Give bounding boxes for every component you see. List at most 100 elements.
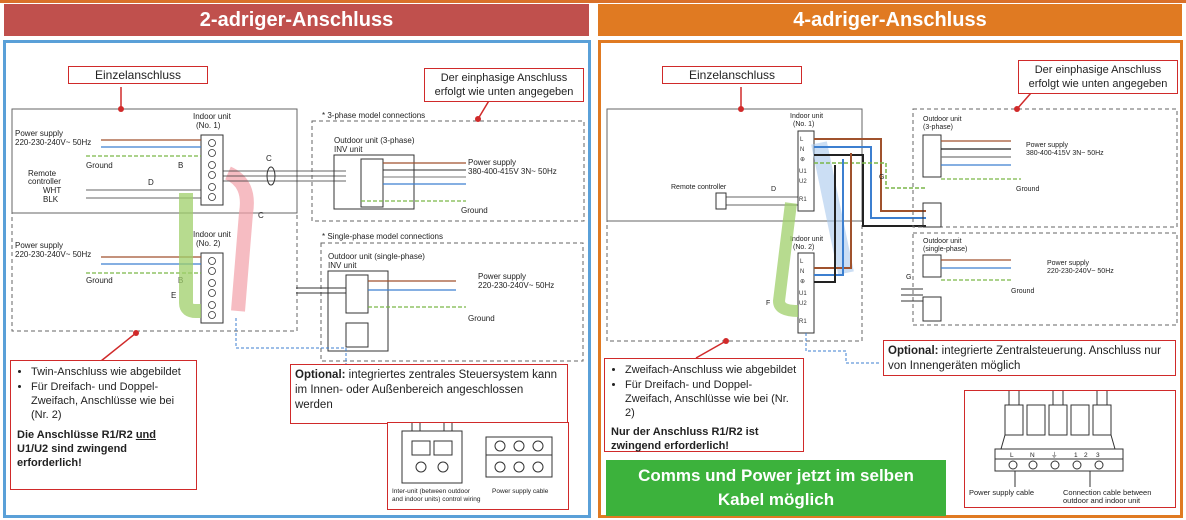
left-header: 2-adriger-Anschluss (4, 4, 589, 36)
indoor2-no: (No. 2) (196, 239, 221, 248)
r-power-3phase-voltage: 380-400-415V 3N~ 50Hz (1026, 150, 1104, 157)
ground-2: Ground (86, 276, 113, 285)
power-supply-2: Power supply (15, 241, 63, 250)
label-b-1: B (178, 161, 183, 170)
r-label-g-1: G (879, 174, 884, 181)
inv-unit-1: INV unit (334, 145, 363, 154)
ground-single: Ground (468, 314, 495, 323)
svg-text:2: 2 (1084, 452, 1088, 459)
left-panel (3, 40, 591, 518)
right-required-text: Nur der Anschluss R1/R2 ist zwingend erf… (611, 426, 759, 452)
right-bullets-callout: Zweifach-Anschluss wie abgebildet Für Dr… (604, 358, 804, 452)
r-power-supply-3phase: Power supply (1026, 142, 1069, 149)
power-3phase-voltage: 380-400-415V 3N~ 50Hz (468, 167, 557, 176)
svg-text:outdoor and indoor unit: outdoor and indoor unit (1063, 496, 1141, 505)
r-outdoor-3phase-sub: (3-phase) (923, 124, 953, 131)
svg-text:⊕: ⊕ (800, 279, 805, 285)
label-e: E (171, 291, 176, 300)
power-voltage-2: 220-230-240V~ 50Hz (15, 250, 91, 259)
r-power-single-voltage: 220-230-240V~ 50Hz (1047, 268, 1114, 275)
svg-text:U2: U2 (799, 301, 807, 307)
right-callout-onephase: Der einphasige Anschluss erfolgt wie unt… (1018, 60, 1178, 94)
r-outdoor-3phase: Outdoor unit (923, 116, 962, 123)
svg-text:N: N (800, 269, 804, 275)
svg-text:R1: R1 (799, 197, 807, 203)
r-ground-3phase: Ground (1016, 186, 1039, 193)
svg-text:Power supply cable: Power supply cable (969, 488, 1034, 497)
svg-text:U1: U1 (799, 291, 807, 297)
left-connector-illustration: Inter-unit (between outdoor and indoor u… (387, 422, 569, 510)
r-indoor2-label: Indoor unit (790, 236, 823, 243)
label-c-2: C (258, 211, 264, 220)
r-indoor1-no: (No. 1) (793, 121, 814, 128)
top-accent-line (0, 0, 1186, 3)
svg-text:Connection cable between: Connection cable between (1063, 488, 1151, 497)
outdoor-3phase: Outdoor unit (3-phase) (334, 136, 415, 145)
svg-text:U1: U1 (799, 169, 807, 175)
indoor1-label: Indoor unit (193, 112, 232, 121)
power-single-voltage: 220-230-240V~ 50Hz (478, 281, 554, 290)
r-outdoor-single-sub: (single-phase) (923, 246, 967, 253)
left-bullet-1: Twin-Anschluss wie abgebildet (31, 365, 190, 379)
left-wiring-diagram: Indoor unit (No. 1) Indoor unit (No. 2) … (11, 87, 585, 384)
power-supply-single: Power supply (478, 272, 526, 281)
indoor1-no: (No. 1) (196, 121, 221, 130)
svg-text:Power supply cable: Power supply cable (492, 488, 549, 495)
svg-text:⏚: ⏚ (1051, 451, 1058, 459)
power-supply-3phase: Power supply (468, 158, 516, 167)
right-panel (598, 40, 1183, 518)
right-header: 4-adriger-Anschluss (598, 4, 1182, 36)
ground-3phase: Ground (461, 206, 488, 215)
right-bullet-2: Für Dreifach- und Doppel-Zweifach, Ansch… (625, 378, 797, 420)
r-label-f: F (766, 300, 770, 307)
blk-label: BLK (43, 195, 59, 204)
svg-text:1: 1 (1074, 452, 1078, 459)
indoor2-label: Indoor unit (193, 230, 232, 239)
left-callout-single: Einzelanschluss (68, 66, 208, 84)
left-callout-onephase: Der einphasige Anschluss erfolgt wie unt… (424, 68, 584, 102)
remote-label: Remote (28, 169, 57, 178)
svg-text:3: 3 (1096, 452, 1100, 459)
svg-text:U2: U2 (799, 179, 807, 185)
left-bullet-2: Für Dreifach- und Doppel-Zweifach, Ansch… (31, 380, 190, 422)
svg-text:⊕: ⊕ (800, 157, 805, 163)
label-c-1: C (266, 154, 272, 163)
ground-1: Ground (86, 161, 113, 170)
left-bullets-callout: Twin-Anschluss wie abgebildet Für Dreifa… (10, 360, 197, 490)
left-required-text: Die Anschlüsse R1/R2 und U1/U2 sind zwin… (17, 429, 156, 469)
outdoor-single: Outdoor unit (single-phase) (328, 252, 425, 261)
svg-text:N: N (800, 147, 804, 153)
svg-text:L: L (1010, 452, 1014, 459)
right-callout-single: Einzelanschluss (662, 66, 802, 84)
right-bullet-1: Zweifach-Anschluss wie abgebildet (625, 363, 797, 377)
right-optional-callout: Optional: integrierte Zentralsteuerung. … (883, 340, 1176, 376)
svg-text:Inter-unit (between outdoor: Inter-unit (between outdoor (392, 488, 471, 495)
r-indoor2-no: (No. 2) (793, 244, 814, 251)
svg-text:N: N (1030, 452, 1035, 459)
power-voltage-1: 220-230-240V~ 50Hz (15, 138, 91, 147)
r-power-supply-single: Power supply (1047, 260, 1090, 267)
svg-text:R1: R1 (799, 319, 807, 325)
wht-label: WHT (43, 186, 61, 195)
r-label-g-2: G (906, 274, 911, 281)
r-remote-label: Remote controller (671, 184, 727, 191)
r-ground-single: Ground (1011, 288, 1034, 295)
r-outdoor-single: Outdoor unit (923, 238, 962, 245)
left-optional-callout: Optional: integriertes zentrales Steuers… (290, 364, 568, 424)
three-phase-title: * 3-phase model connections (322, 111, 425, 120)
label-d: D (148, 178, 154, 187)
svg-text:L: L (800, 259, 804, 265)
r-indoor1-label: Indoor unit (790, 113, 823, 120)
svg-text:and indoor units) control wiri: and indoor units) control wiring (392, 496, 481, 503)
svg-text:L: L (800, 137, 804, 143)
comms-power-banner: Comms und Power jetzt im selben Kabel mö… (606, 460, 946, 516)
controller-label: controller (28, 177, 61, 186)
power-supply-1: Power supply (15, 129, 63, 138)
single-phase-title: * Single-phase model connections (322, 232, 443, 241)
inv-unit-2: INV unit (328, 261, 357, 270)
connector-drawing-left: Inter-unit (between outdoor and indoor u… (392, 423, 553, 503)
r-label-d: D (771, 186, 776, 193)
